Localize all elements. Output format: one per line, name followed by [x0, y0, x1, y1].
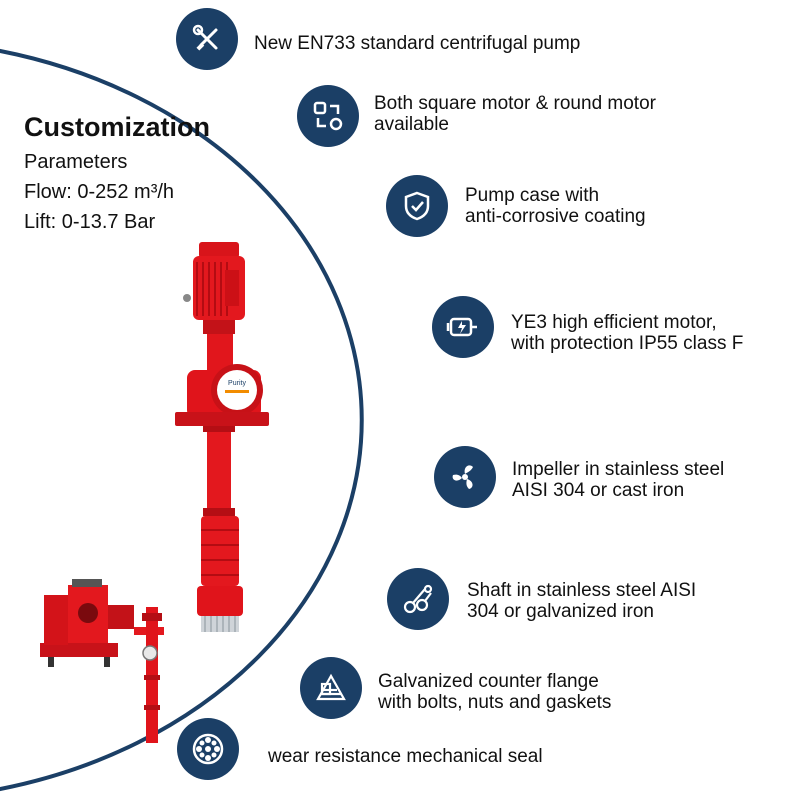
badge-flange: [300, 657, 362, 719]
feature-flange: Galvanized counter flange with bolts, nu…: [378, 671, 611, 713]
tools-icon: [192, 24, 218, 51]
feature-shaft: Shaft in stainless steel AISI 304 or gal…: [467, 580, 696, 622]
bearing-icon: [192, 733, 224, 765]
feature-text: Galvanized counter flange: [378, 671, 599, 692]
feature-text: with protection IP55 class F: [511, 333, 744, 354]
feature-text: available: [374, 114, 449, 135]
feature-text: anti-corrosive coating: [465, 206, 646, 227]
feature-text: 304 or galvanized iron: [467, 601, 654, 622]
badge-motor: [432, 296, 494, 358]
feature-text: AISI 304 or cast iron: [512, 480, 685, 501]
feature-text: Impeller in stainless steel: [512, 459, 725, 480]
feature-text: YE3 high efficient motor,: [511, 312, 717, 333]
badge-bearing: [177, 718, 239, 780]
feature-pump-case: Pump case with anti-corrosive coating: [465, 185, 646, 227]
badge-swap: [297, 85, 359, 147]
feature-text: with bolts, nuts and gaskets: [378, 692, 612, 713]
badge-pipes: [387, 568, 449, 630]
flange-icon: [316, 673, 346, 701]
flow-param: Flow: 0-252 m³/h: [24, 181, 175, 203]
badge-fan: [434, 446, 496, 508]
parameters-label: Parameters: [24, 151, 128, 173]
feature-text: wear resistance mechanical seal: [268, 746, 543, 767]
customization-title: Customization: [24, 112, 210, 142]
fan-icon: [452, 465, 473, 489]
vertical-pump-image: Purity: [175, 242, 269, 632]
swap-icon: [313, 101, 343, 131]
pipes-icon: [403, 584, 433, 614]
badge-tools: [176, 8, 238, 70]
feature-text: Both square motor & round motor: [374, 93, 656, 114]
lift-param: Lift: 0-13.7 Bar: [24, 211, 156, 233]
shield-check-icon: [404, 191, 430, 221]
feature-en733: New EN733 standard centrifugal pump: [254, 33, 580, 54]
feature-text: Pump case with: [465, 185, 600, 206]
diesel-engine-pump-image: [40, 579, 164, 743]
feature-ye3-motor: YE3 high efficient motor, with protectio…: [511, 312, 743, 354]
feature-impeller: Impeller in stainless steel AISI 304 or …: [512, 459, 724, 501]
feature-text: Shaft in stainless steel AISI: [467, 580, 697, 601]
motor-icon: [446, 317, 477, 337]
feature-text: New EN733 standard centrifugal pump: [254, 33, 581, 54]
brand-logo-text: Purity: [228, 380, 246, 387]
badge-shield: [386, 175, 448, 237]
feature-mechanical-seal: wear resistance mechanical seal: [268, 746, 543, 767]
feature-motor-shape: Both square motor & round motor availabl…: [374, 93, 656, 135]
